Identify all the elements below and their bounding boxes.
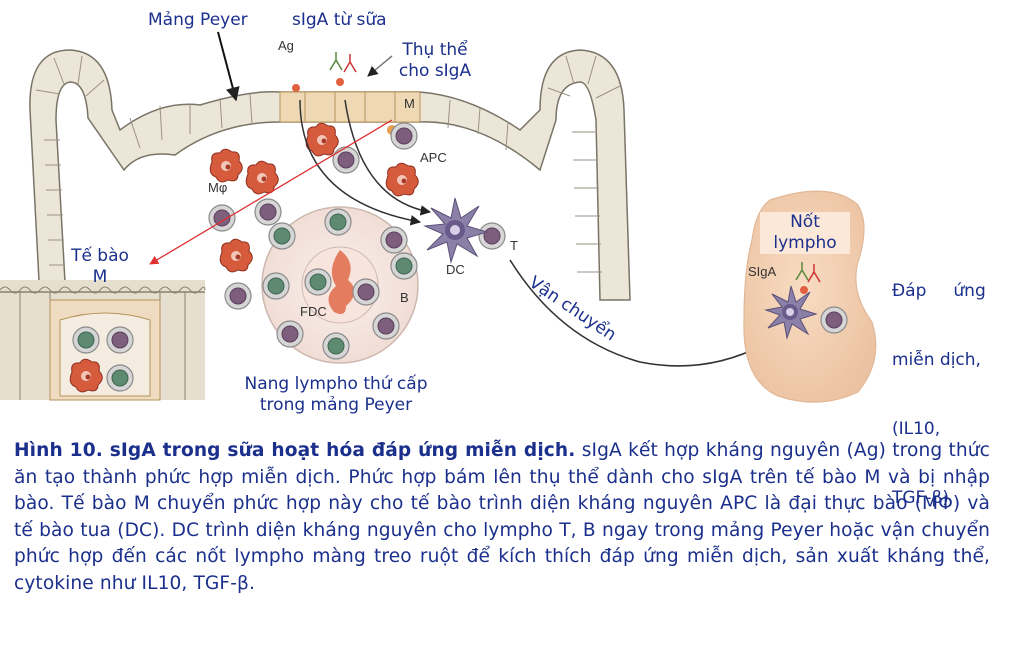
m-small-label: M — [404, 96, 415, 111]
receptor-label: Thụ thể cho sIgA — [398, 40, 472, 81]
follicle-lympho — [262, 272, 290, 300]
t-cell — [478, 222, 506, 250]
dc-label: DC — [446, 262, 465, 277]
complex-path-1 — [299, 99, 422, 226]
epithelium-cells — [35, 55, 621, 273]
ag-label: Ag — [278, 38, 294, 53]
diagram-figure: Ag M APC Mφ DC T FDC B SIgA Vận chuyển — [0, 31, 877, 403]
apc-label: APC — [420, 150, 447, 165]
figure-caption: Hình 10. sIgA trong sữa hoạt hóa đáp ứng… — [14, 438, 990, 597]
follicle-lympho — [304, 268, 332, 296]
follicle-lympho — [380, 226, 408, 254]
transport-arrow — [509, 259, 773, 367]
m-cell-pointer — [149, 119, 393, 265]
peyer-patch-label: Mảng Peyer — [148, 10, 248, 30]
follicle-lympho — [352, 278, 380, 306]
receptor-pointer — [367, 55, 393, 77]
t-label: T — [510, 238, 518, 253]
follicle-label: Nang lympho thứ cấp trong mảng Peyer — [244, 374, 428, 415]
lymph-node-label: Nốt lympho — [760, 212, 850, 254]
siga-node-label: SIgA — [748, 264, 777, 279]
caption-body: sIgA kết hợp kháng nguyên (Ag) trong thứ… — [14, 440, 991, 594]
follicle-lympho — [390, 252, 418, 280]
mphi-label: Mφ — [208, 180, 227, 195]
macrophage-cell — [245, 160, 279, 195]
m-cell-inset — [0, 280, 206, 401]
lympho-cell — [332, 146, 360, 174]
macrophage-cell — [209, 148, 243, 183]
macrophage-cell — [385, 162, 419, 197]
complex-path-2 — [344, 99, 432, 216]
follicle-lympho — [372, 312, 400, 340]
lympho-cell — [224, 282, 252, 310]
lympho-cell — [390, 122, 418, 150]
fdc-cell — [328, 250, 355, 314]
caption-title: Hình 10. sIgA trong sữa hoạt hóa đáp ứng… — [14, 440, 576, 461]
b-label: B — [400, 290, 409, 305]
follicle-lympho — [324, 208, 352, 236]
lympho-cell — [254, 198, 282, 226]
peyer-pointer — [217, 31, 240, 102]
macrophage-cell — [305, 122, 339, 157]
macrophage-cell — [219, 238, 253, 273]
follicle-lympho — [268, 222, 296, 250]
follicle-lympho — [276, 320, 304, 348]
dendritic-cell — [423, 197, 489, 264]
immune-response-label: Đáp ứng miễn dịch, (IL10, TGF-β) — [892, 281, 986, 508]
follicle-lympho — [322, 332, 350, 360]
m-cell-label: Tế bào M — [71, 246, 129, 287]
milk-siga-label: sIgA từ sữa — [292, 10, 387, 30]
fdc-label: FDC — [300, 304, 327, 319]
